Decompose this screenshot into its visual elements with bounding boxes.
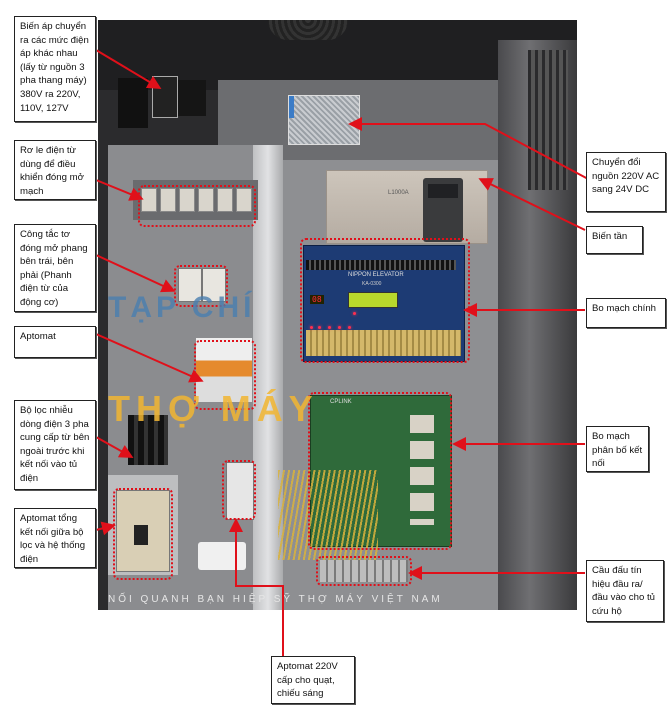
- label-filter: Bộ lọc nhiễu dòng điện 3 pha cung cấp từ…: [14, 400, 96, 490]
- highlight-fan-breaker: [222, 460, 256, 520]
- status-led: [328, 326, 331, 329]
- label-power-supply: Chuyển đổi nguồn 220V AC sang 24V DC: [586, 152, 666, 212]
- power-socket: [198, 542, 246, 570]
- contactor-left: [178, 268, 202, 302]
- watermark-line3: NỐI QUANH BẠN HIỆP SỸ THỢ MÁY VIỆT NAM: [108, 594, 443, 605]
- highlight-main-board: [300, 238, 470, 363]
- ventilation-fan: [268, 20, 348, 40]
- power-supply-unit: [288, 95, 360, 145]
- aptomat-breakers: [196, 338, 252, 402]
- status-led: [348, 326, 351, 329]
- main-board-brand: NIPPON ELEVATOR: [348, 272, 404, 278]
- label-fan-light-breaker: Aptomat 220V cấp cho quạt, chiếu sáng: [271, 656, 355, 704]
- seven-segment-display: 08: [310, 295, 324, 304]
- distribution-relays: [410, 415, 434, 525]
- main-board-lcd: [348, 292, 398, 308]
- highlight-main-breaker: [113, 488, 173, 580]
- highlight-relays: [138, 185, 256, 227]
- label-contactor: Công tắc tơ đóng mở phang bên trái, bên …: [14, 224, 96, 312]
- transformer-plate: [152, 76, 178, 118]
- label-inverter: Biến tần: [586, 226, 643, 254]
- inverter-model-text: L1000A: [388, 190, 409, 196]
- relay: [179, 188, 195, 212]
- transformer-terminals-left: [118, 78, 148, 128]
- inverter-unit: [326, 170, 488, 244]
- label-aptomat: Aptomat: [14, 326, 96, 358]
- main-breaker-handle: [134, 525, 148, 545]
- watermark-line1: TẠP CHÍ: [108, 291, 256, 324]
- relay: [160, 188, 176, 212]
- watermark-line2: THỢ MÁY: [108, 388, 319, 429]
- label-relay: Rơ le điện từ dùng để điều khiển đóng mở…: [14, 140, 96, 200]
- main-board-terminal-strip: [306, 330, 461, 356]
- relay: [236, 188, 252, 212]
- yellow-wire-harness: [278, 470, 378, 560]
- status-led: [353, 312, 356, 315]
- cable-bundle: [128, 415, 168, 465]
- highlight-terminal-block: [316, 556, 412, 586]
- distribution-board-name: CPLINK: [330, 399, 352, 405]
- label-main-breaker: Aptomat tổng kết nối giữa bộ lọc và hệ t…: [14, 508, 96, 568]
- relay: [198, 188, 214, 212]
- status-led: [318, 326, 321, 329]
- terminal-block: [320, 560, 408, 582]
- inverter-display: [428, 184, 458, 198]
- status-led: [310, 326, 313, 329]
- main-board-model: KA-0300: [362, 281, 382, 287]
- label-distribution-board: Bo mạch phân bố kết nối: [586, 426, 649, 472]
- relay: [217, 188, 233, 212]
- power-supply-label: [289, 96, 294, 118]
- transformer-terminals-right: [178, 80, 206, 116]
- highlight-distribution-board: [308, 392, 452, 550]
- label-terminal-block: Cầu đấu tín hiệu đầu ra/ đầu vào cho tủ …: [586, 560, 664, 622]
- status-led: [338, 326, 341, 329]
- contactor-right: [202, 268, 226, 302]
- label-transformer: Biến áp chuyển ra các mức điện áp khác n…: [14, 16, 96, 122]
- main-board-connector-row: [306, 260, 456, 270]
- fan-light-breaker: [226, 462, 254, 520]
- cabinet-right-vent: [528, 50, 568, 190]
- label-main-board: Bo mạch chính: [586, 298, 666, 328]
